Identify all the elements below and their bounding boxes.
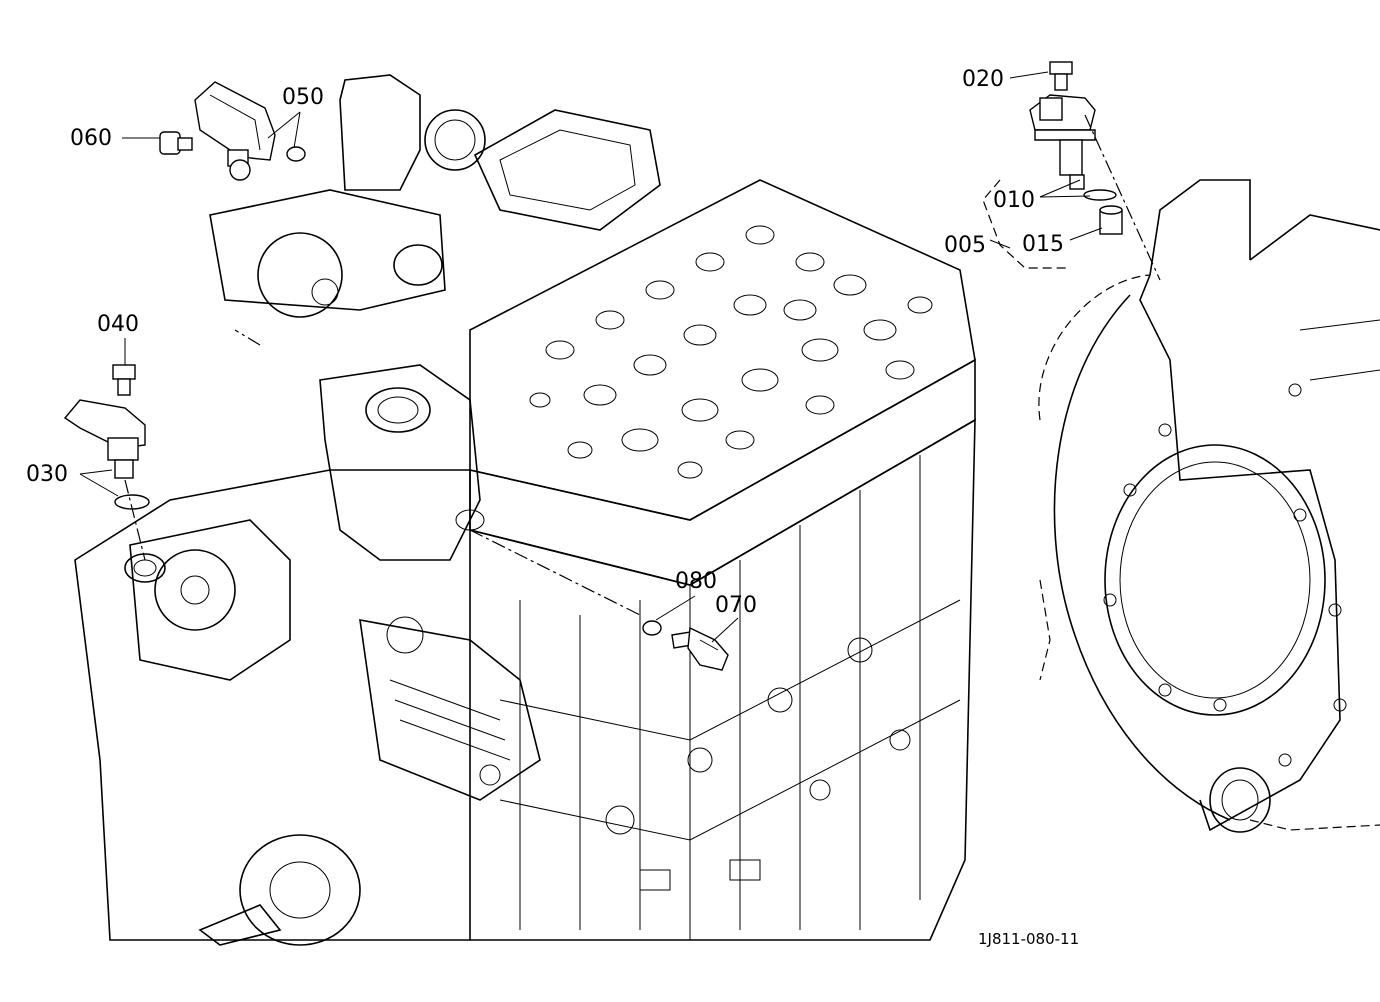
water-temp-sensor-group <box>642 620 729 671</box>
callout-040: 040 <box>97 312 139 337</box>
engine-block-illustration <box>74 74 976 946</box>
cam-position-sensor-group <box>63 364 150 561</box>
callout-030: 030 <box>26 462 68 487</box>
callout-020: 020 <box>962 67 1004 92</box>
boost-pressure-sensor-group <box>159 81 306 181</box>
callout-070: 070 <box>715 593 757 618</box>
callout-010: 010 <box>993 188 1035 213</box>
callout-060: 060 <box>70 126 112 151</box>
callout-080: 080 <box>675 569 717 594</box>
callout-005: 005 <box>944 233 986 258</box>
crank-position-sensor-group <box>1029 61 1161 281</box>
flywheel-housing-illustration <box>1038 179 1380 833</box>
callout-050: 050 <box>282 85 324 110</box>
callout-015: 015 <box>1022 232 1064 257</box>
leader-lines <box>79 71 1103 643</box>
drawing-id: 1J811-080-11 <box>978 930 1079 948</box>
